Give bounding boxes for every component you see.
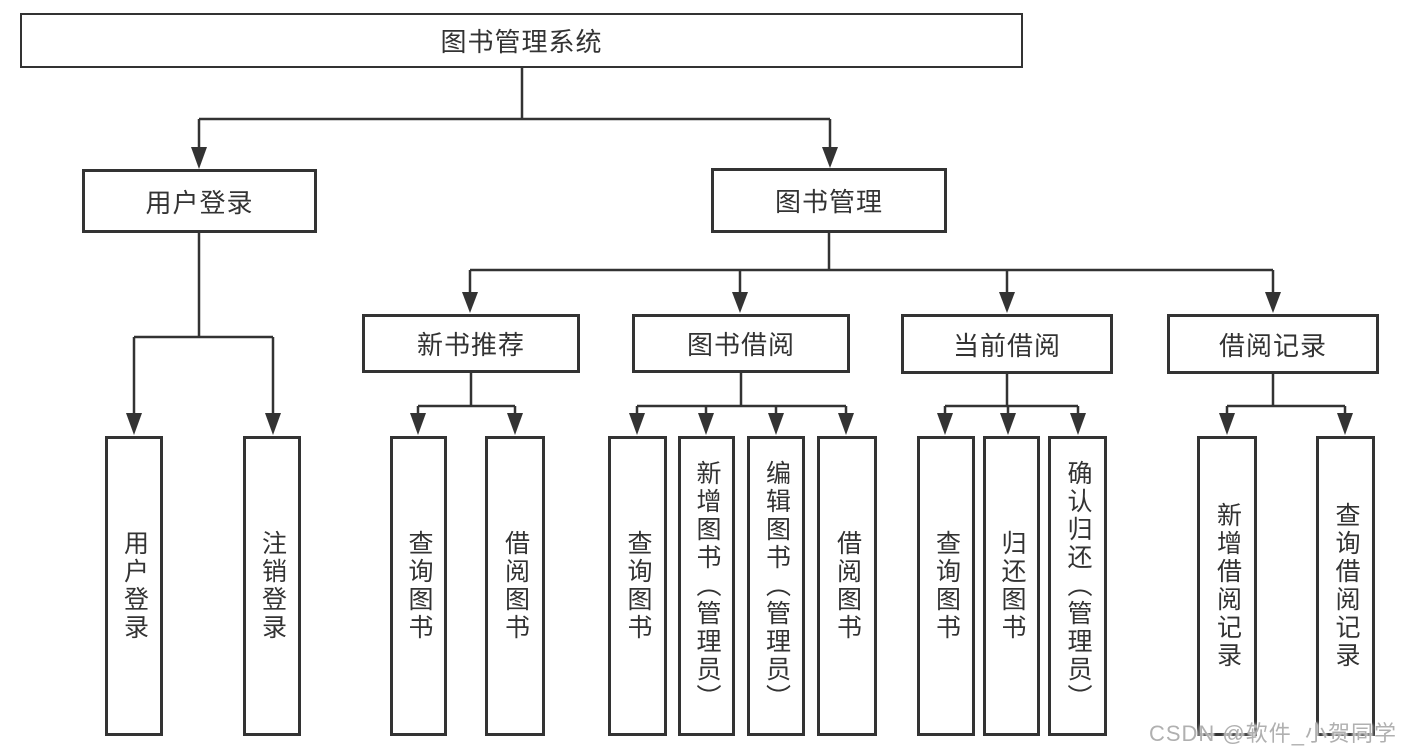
node-current-borrowing: 当前借阅 bbox=[901, 314, 1113, 374]
leaf-borrow-books-borrowing: 借阅图书 bbox=[817, 436, 877, 736]
leaf-confirm-return-admin: 确认归还（管理员） bbox=[1048, 436, 1107, 736]
node-book-borrowing: 图书借阅 bbox=[632, 314, 850, 373]
connector-user-login-to-leaves bbox=[126, 233, 281, 435]
leaf-query-books-current: 查询图书 bbox=[917, 436, 975, 736]
connector-book-borrowing-to-leaves bbox=[629, 373, 854, 435]
leaf-add-books-admin: 新增图书（管理员） bbox=[678, 436, 735, 736]
leaf-borrow-books-recommend: 借阅图书 bbox=[485, 436, 545, 736]
connector-book-management-to-level3 bbox=[462, 233, 1281, 313]
connector-current-borrowing-to-leaves bbox=[937, 374, 1086, 435]
connector-new-book-recommendation-to-leaves bbox=[410, 373, 523, 435]
connector-root-to-level2 bbox=[191, 68, 838, 169]
leaf-query-borrow-record: 查询借阅记录 bbox=[1316, 436, 1375, 736]
node-library-management-system: 图书管理系统 bbox=[20, 13, 1023, 68]
leaf-return-books: 归还图书 bbox=[983, 436, 1040, 736]
leaf-edit-books-admin: 编辑图书（管理员） bbox=[747, 436, 805, 736]
leaf-user-login: 用户登录 bbox=[105, 436, 163, 736]
node-borrowing-records: 借阅记录 bbox=[1167, 314, 1379, 374]
connector-borrowing-records-to-leaves bbox=[1219, 374, 1353, 435]
leaf-query-books-borrowing: 查询图书 bbox=[608, 436, 667, 736]
leaf-add-borrow-record: 新增借阅记录 bbox=[1197, 436, 1257, 736]
csdn-watermark: CSDN @软件_小贺同学 bbox=[1148, 721, 1397, 746]
node-new-book-recommendation: 新书推荐 bbox=[362, 314, 580, 373]
leaf-logout: 注销登录 bbox=[243, 436, 301, 736]
leaf-query-books-recommend: 查询图书 bbox=[390, 436, 447, 736]
node-book-management: 图书管理 bbox=[711, 168, 947, 233]
node-user-login: 用户登录 bbox=[82, 169, 317, 233]
